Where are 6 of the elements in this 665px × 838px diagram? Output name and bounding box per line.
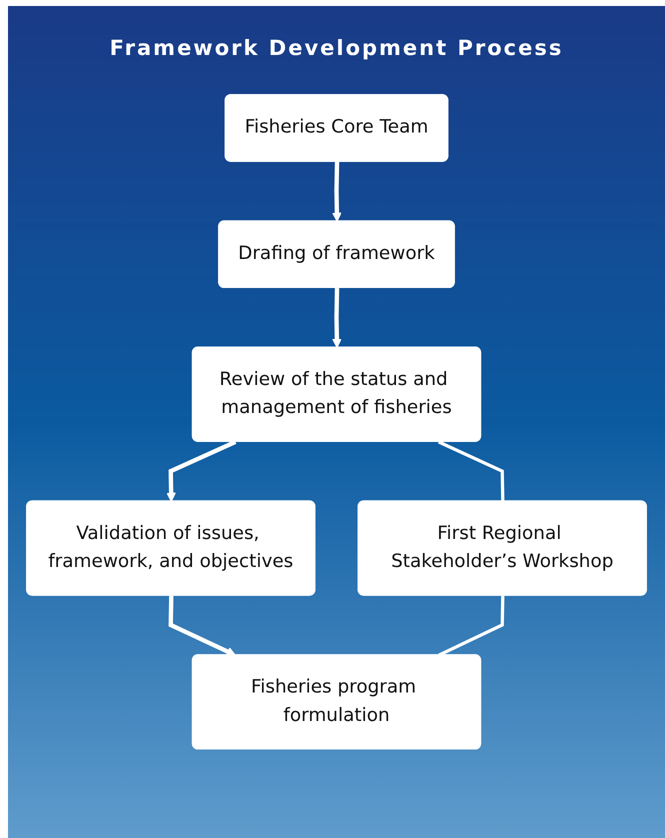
arrow (332, 288, 342, 348)
arrow (332, 162, 342, 222)
connector (438, 440, 504, 502)
arrow (166, 440, 236, 502)
diagram-title: Framework Development Process (108, 36, 564, 60)
arrow (168, 596, 236, 656)
